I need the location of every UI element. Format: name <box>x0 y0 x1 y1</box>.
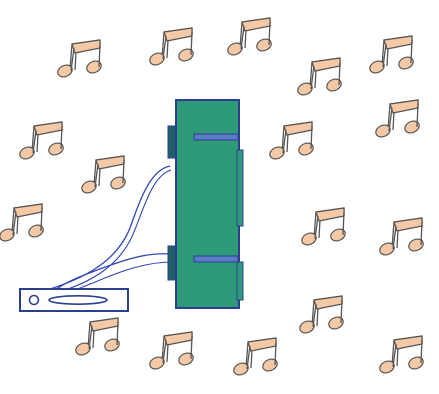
cable-upper <box>39 165 172 295</box>
music-note-icon <box>225 17 274 58</box>
music-note-icon <box>231 337 280 378</box>
speaker-panel-body <box>175 99 240 309</box>
music-note-icon <box>147 331 196 372</box>
music-note-icon <box>299 207 348 248</box>
player-power-button <box>28 294 40 306</box>
music-note-icon <box>79 155 128 196</box>
music-note-icon <box>73 317 122 358</box>
music-note-icon <box>297 295 346 336</box>
speaker-side-rail <box>236 149 244 227</box>
speaker-slot-lower <box>193 255 239 263</box>
music-note-icon <box>295 57 344 98</box>
music-note-icon <box>0 203 46 244</box>
speaker-side-rail <box>236 261 244 301</box>
music-note-icon <box>377 335 426 376</box>
music-note-icon <box>377 217 426 258</box>
music-note-icon <box>147 27 196 68</box>
music-note-icon <box>267 121 316 162</box>
music-note-icon <box>373 99 422 140</box>
music-note-icon <box>17 121 66 162</box>
speaker-slot-upper <box>193 133 239 141</box>
music-note-icon <box>55 39 104 80</box>
music-note-icon <box>367 35 416 76</box>
speaker-panel <box>167 99 244 309</box>
player-disc-slot <box>48 294 108 305</box>
audio-player <box>19 288 129 312</box>
